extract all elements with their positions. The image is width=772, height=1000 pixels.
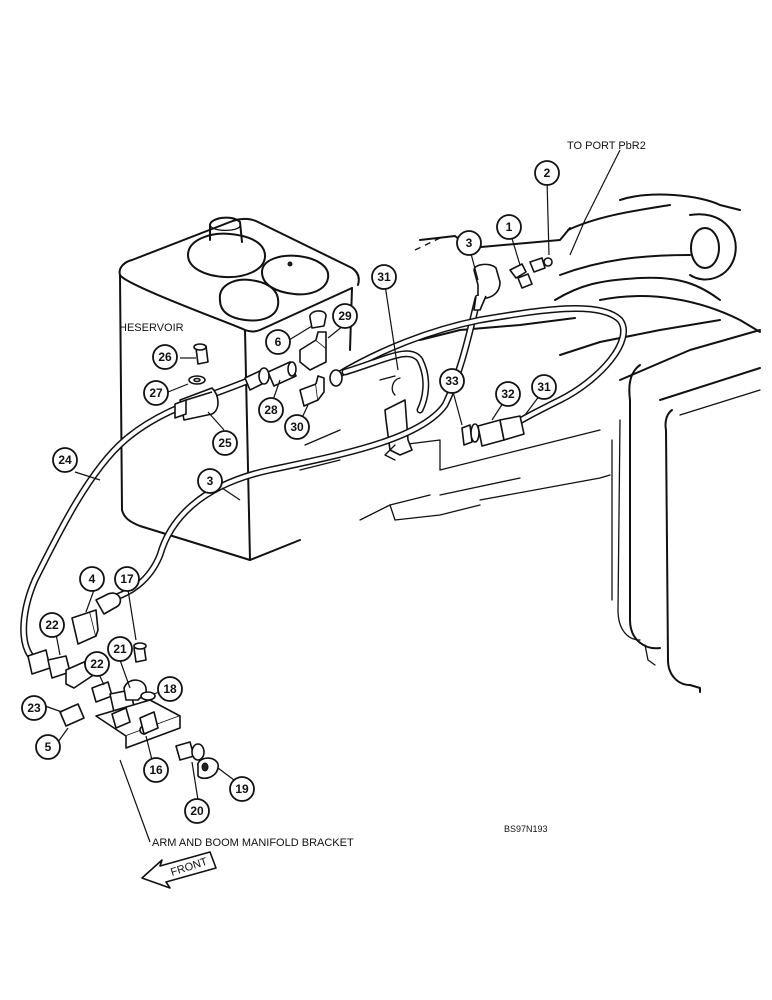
- svg-text:5: 5: [45, 740, 52, 754]
- svg-text:26: 26: [158, 350, 172, 364]
- front-arrow: FRONT: [141, 851, 217, 889]
- breather-6: [309, 310, 327, 329]
- svg-text:22: 22: [45, 618, 59, 632]
- manifold-assembly: [27, 592, 219, 780]
- tee-29: [299, 331, 327, 371]
- callout-23: 23: [21, 695, 47, 721]
- svg-text:28: 28: [264, 403, 278, 417]
- callout-20: 20: [184, 798, 210, 824]
- to-port-label: TO PORT PbR2: [567, 140, 646, 152]
- callout-22-right: 22: [84, 651, 110, 677]
- callout-6: 6: [265, 329, 291, 355]
- callout-32: 32: [495, 381, 521, 407]
- svg-text:21: 21: [113, 642, 127, 656]
- svg-text:23: 23: [27, 701, 41, 715]
- svg-text:3: 3: [207, 474, 214, 488]
- fitting-24-end: [244, 367, 270, 391]
- callout-22-left: 22: [39, 612, 65, 638]
- svg-text:17: 17: [120, 572, 134, 586]
- adapter-28: [267, 361, 297, 387]
- nut-26: [193, 343, 209, 365]
- svg-text:32: 32: [501, 387, 515, 401]
- washer-27: [188, 375, 206, 385]
- callout-1: 1: [496, 214, 522, 240]
- tee-fitting-1: [509, 257, 553, 289]
- drawing-code: BS97N193: [504, 824, 548, 834]
- callout-33: 33: [439, 368, 465, 394]
- svg-text:29: 29: [338, 309, 352, 323]
- callout-28: 28: [258, 397, 284, 423]
- callout-18: 18: [157, 676, 183, 702]
- callout-31-top: 31: [371, 264, 397, 290]
- callout-25: 25: [212, 430, 238, 456]
- callout-30: 30: [284, 414, 310, 440]
- callout-27: 27: [143, 380, 169, 406]
- callout-19: 19: [229, 776, 255, 802]
- adapter-33: [461, 423, 480, 446]
- svg-text:4: 4: [89, 572, 96, 586]
- svg-text:31: 31: [377, 270, 391, 284]
- svg-text:33: 33: [445, 374, 459, 388]
- callout-21: 21: [107, 636, 133, 662]
- reservoir-label: HESERVOIR: [119, 322, 184, 334]
- elbow-fitting-3: [473, 263, 501, 311]
- callout-24: 24: [52, 447, 78, 473]
- callout-2: 2: [534, 160, 560, 186]
- svg-text:6: 6: [275, 335, 282, 349]
- union-32: [477, 415, 525, 447]
- hose-31-top: [334, 305, 628, 434]
- svg-text:19: 19: [235, 782, 249, 796]
- leader-lines: [44, 149, 621, 843]
- svg-text:1: 1: [506, 220, 513, 234]
- svg-text:31: 31: [537, 380, 551, 394]
- bracket-label: ARM AND BOOM MANIFOLD BRACKET: [152, 837, 354, 849]
- svg-text:2: 2: [544, 166, 551, 180]
- svg-text:30: 30: [290, 420, 304, 434]
- hose-3: [101, 294, 482, 604]
- callout-29: 29: [332, 303, 358, 329]
- machine-frame: [299, 193, 761, 693]
- callout-26: 26: [152, 344, 178, 370]
- elbow-30: [299, 369, 343, 407]
- reservoir-tank: HESERVOIR: [118, 216, 360, 561]
- svg-text:3: 3: [466, 236, 473, 250]
- callout-16: 16: [143, 757, 169, 783]
- callout-4: 4: [79, 566, 105, 592]
- hose-31-mid: [341, 350, 430, 414]
- svg-text:24: 24: [58, 453, 72, 467]
- callout-3-mid: 3: [197, 468, 223, 494]
- callout-31-right: 31: [531, 374, 557, 400]
- callout-5: 5: [35, 734, 61, 760]
- svg-text:27: 27: [149, 386, 163, 400]
- svg-text:16: 16: [149, 763, 163, 777]
- svg-text:18: 18: [163, 682, 177, 696]
- svg-text:25: 25: [218, 436, 232, 450]
- callouts: 1 2 3 31 29 6 26 27 28 25 30 33 32 31 24…: [21, 160, 560, 824]
- svg-text:20: 20: [190, 804, 204, 818]
- callout-3-top: 3: [456, 230, 482, 256]
- callout-17: 17: [114, 566, 140, 592]
- svg-text:22: 22: [90, 657, 104, 671]
